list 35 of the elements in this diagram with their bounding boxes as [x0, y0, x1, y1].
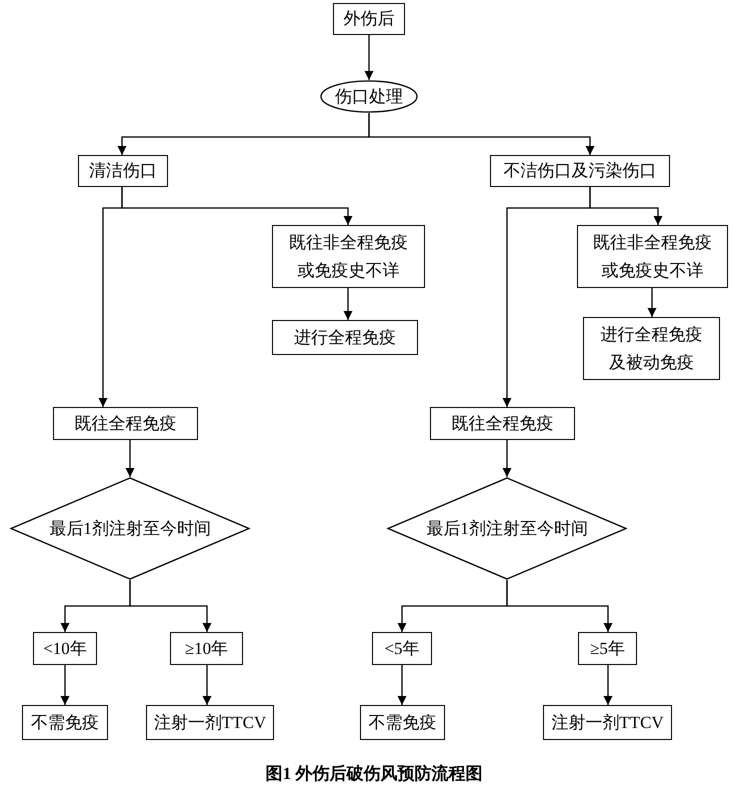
arrow	[129, 580, 212, 632]
process-box: 既往非全程免疫或免疫史不详	[577, 225, 728, 288]
arrow	[398, 665, 406, 705]
decision-diamond: 最后1剂注射至今时间	[10, 477, 250, 580]
arrow	[604, 665, 612, 705]
process-box: <5年	[372, 632, 432, 665]
process-box: 清洁伤口	[78, 155, 168, 187]
process-box: 既往全程免疫	[53, 407, 198, 440]
decision-diamond: 最后1剂注射至今时间	[387, 477, 627, 580]
figure-caption: 图1 外伤后破伤风预防流程图	[264, 763, 484, 785]
process-box: 进行全程免疫及被动免疫	[583, 317, 720, 380]
arrow	[202, 665, 212, 705]
arrow	[502, 187, 591, 407]
process-box: 注射一剂TTCV	[146, 705, 274, 740]
process-box: 注射一剂TTCV	[543, 705, 672, 740]
process-box: ≥5年	[578, 632, 637, 665]
process-box: 外伤后	[333, 3, 405, 35]
arrow	[648, 288, 656, 317]
arrow	[60, 665, 70, 705]
process-box: 既往非全程免疫或免疫史不详	[272, 225, 425, 288]
arrow	[344, 288, 352, 320]
process-box: 既往全程免疫	[430, 407, 575, 440]
process-box: ≥10年	[170, 632, 243, 665]
process-ellipse: 伤口处理	[320, 80, 418, 113]
arrow	[98, 187, 123, 407]
process-box: 不需免疫	[360, 705, 445, 740]
arrow	[368, 113, 594, 155]
arrow	[364, 35, 374, 80]
arrow	[506, 580, 612, 632]
process-box: 不需免疫	[22, 705, 108, 740]
arrow	[126, 440, 134, 477]
process-box: 进行全程免疫	[272, 320, 418, 355]
process-box: 不洁伤口及污染伤口	[490, 155, 670, 187]
process-box: <10年	[33, 632, 97, 665]
arrow	[502, 440, 512, 477]
